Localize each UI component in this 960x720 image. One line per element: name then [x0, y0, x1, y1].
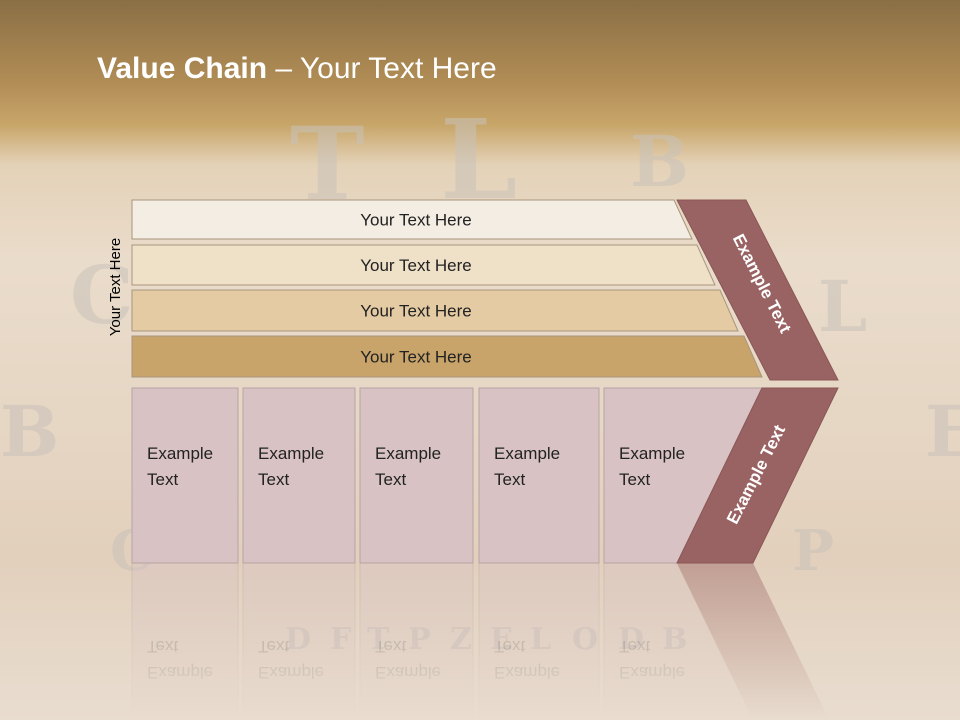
- chain-bar: [131, 289, 739, 332]
- example-box-label-line1: Example: [375, 444, 441, 463]
- example-box-reflection: [478, 562, 600, 720]
- chain-bar: [131, 244, 716, 286]
- example-box: [478, 387, 600, 564]
- chain-bar-label: Your Text Here: [360, 256, 472, 275]
- example-box-label-reflection: Example: [494, 663, 560, 682]
- example-box-label-line1: Example: [258, 444, 324, 463]
- bg-letter: L: [818, 265, 868, 348]
- chevron-reflection: [677, 563, 830, 720]
- bg-letter: B: [630, 120, 690, 203]
- example-box-reflection: [359, 562, 474, 720]
- title-bold: Value Chain: [97, 52, 268, 85]
- example-box-reflection: [131, 562, 239, 720]
- chain-bar-label: Your Text Here: [360, 211, 472, 230]
- chevron-upper-arm: [676, 199, 839, 381]
- chain-bar-label: Your Text Here: [360, 348, 472, 367]
- example-box-label-line2: Text: [619, 470, 650, 489]
- chain-bar: [131, 335, 763, 378]
- bg-letter: P: [792, 518, 835, 584]
- example-box: [359, 387, 474, 564]
- example-box-label-reflection: Example: [258, 663, 324, 682]
- example-box-label-reflection: Text: [375, 637, 406, 656]
- slide-title: Value Chain – Your Text Here: [97, 52, 497, 86]
- example-box-label-line2: Text: [258, 470, 289, 489]
- example-box-label-reflection: Text: [494, 637, 525, 656]
- example-box-label-reflection: Text: [258, 637, 289, 656]
- example-box-label-reflection: Example: [619, 663, 685, 682]
- example-box-label-reflection: Example: [147, 663, 213, 682]
- example-box-label-line1: Example: [619, 444, 685, 463]
- bg-letter: C: [70, 248, 134, 342]
- example-box-reflection: [242, 562, 356, 720]
- bg-letter: E: [925, 390, 960, 473]
- chain-bar: [131, 199, 693, 240]
- chain-bar-label: Your Text Here: [360, 302, 472, 321]
- bg-letter: B: [0, 390, 60, 473]
- example-box-label-reflection: Text: [147, 637, 178, 656]
- example-box-label-line2: Text: [147, 470, 178, 489]
- example-box: [131, 387, 239, 564]
- example-box-label-line2: Text: [494, 470, 525, 489]
- chevron-lower-arm: [676, 387, 839, 564]
- example-box-label-reflection: Example: [375, 663, 441, 682]
- example-box-label-line1: Example: [147, 444, 213, 463]
- example-box: [242, 387, 356, 564]
- example-box-label-line1: Example: [494, 444, 560, 463]
- example-box-label-line2: Text: [375, 470, 406, 489]
- title-rest: – Your Text Here: [267, 52, 497, 85]
- example-box-label-reflection: Text: [619, 637, 650, 656]
